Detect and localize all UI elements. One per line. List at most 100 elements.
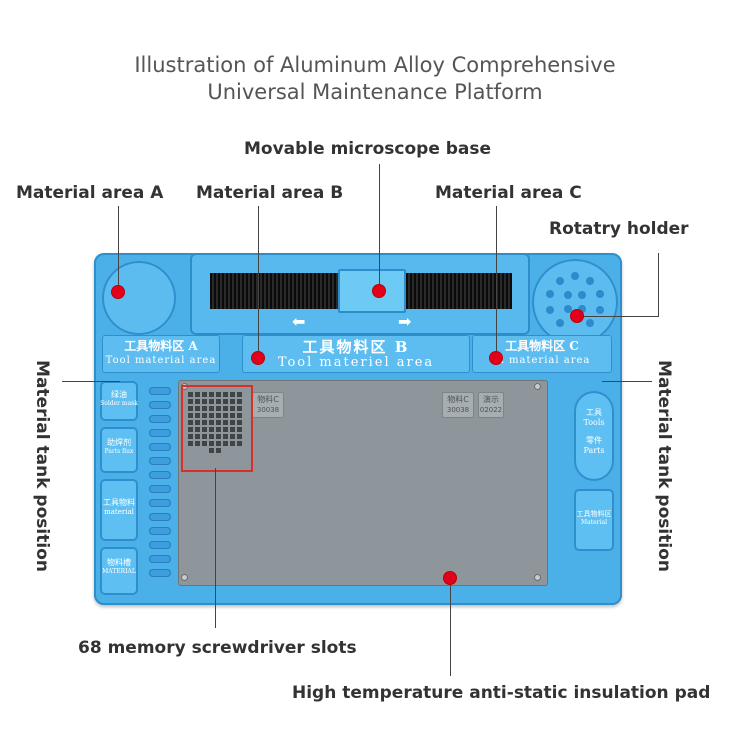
screwdriver-slot[interactable] [149, 569, 171, 577]
screwdriver-slot-hole [230, 406, 235, 411]
screwdriver-slot-hole [237, 406, 242, 411]
screwdriver-slot[interactable] [149, 513, 171, 521]
callout-tank-right: Material tank position [654, 360, 674, 572]
rotatry-holder[interactable] [532, 259, 618, 345]
screwdriver-slot-hole [188, 434, 193, 439]
leader-area-c [496, 206, 497, 358]
area-a-label-box: 工具物料区 A Tool material area [102, 335, 220, 373]
screwdriver-slot-hole [209, 427, 214, 432]
screw-icon [534, 383, 541, 390]
leader-area-b [258, 206, 259, 358]
screwdriver-slot-hole [230, 434, 235, 439]
callout-tank-left: Material tank position [32, 360, 52, 572]
screwdriver-slot[interactable] [149, 415, 171, 423]
screwdriver-slot-hole [216, 399, 221, 404]
left-tank-3: 工具物料 material [100, 479, 138, 541]
marker-area-a [112, 286, 124, 298]
screwdriver-slot[interactable] [149, 387, 171, 395]
screwdriver-slot-hole [188, 392, 193, 397]
screwdriver-slot-hole [195, 392, 200, 397]
area-c-cn: 工具物料区 C [505, 339, 579, 353]
screwdriver-slot[interactable] [149, 541, 171, 549]
pad-tag-3-cn: 演示 [483, 395, 499, 404]
left-tank-1: 绿油 Solder mask [100, 381, 138, 421]
screwdriver-slot-hole [209, 434, 214, 439]
screwdriver-slot-hole [188, 441, 193, 446]
callout-material-area-b: Material area B [196, 183, 344, 203]
right-tank-1-en: Tools [583, 418, 605, 427]
left-tank-2: 助焊剂 Parts flux [100, 427, 138, 473]
heatsink-right [406, 273, 512, 309]
screwdriver-slot[interactable] [149, 443, 171, 451]
pad-tag-2-cn: 物料C [447, 395, 469, 404]
screwdriver-slot-hole [195, 434, 200, 439]
marker-rotatry [571, 310, 583, 322]
screwdriver-slot-hole [202, 434, 207, 439]
screwdriver-slot-hole [237, 392, 242, 397]
leader-rotatry-h [578, 316, 659, 317]
screwdriver-slot-hole [209, 399, 214, 404]
callout-rotatry-holder: Rotatry holder [549, 219, 689, 239]
leader-rotatry [658, 253, 659, 317]
screwdriver-slot-hole [216, 448, 221, 453]
microscope-base-slider[interactable] [338, 269, 406, 313]
area-a-en: Tool material area [105, 355, 217, 366]
screwdriver-slot[interactable] [149, 471, 171, 479]
screwdriver-slot-matrix [188, 392, 248, 466]
screwdriver-slot[interactable] [149, 485, 171, 493]
pad-tag-1-code: 30038 [256, 406, 280, 414]
screwdriver-slot-hole [209, 441, 214, 446]
screwdriver-slot-hole [216, 413, 221, 418]
screw-icon [534, 574, 541, 581]
right-tank-1-cn: 工具 [586, 408, 602, 417]
pad-tag-2: 物料C 30038 [442, 392, 474, 418]
screwdriver-slot-hole [237, 399, 242, 404]
screwdriver-slot-hole [223, 406, 228, 411]
right-tank-2-en: Parts [583, 446, 605, 455]
screwdriver-slot-hole [230, 420, 235, 425]
screwdriver-slot-hole [216, 406, 221, 411]
screwdriver-slot-hole [188, 413, 193, 418]
screwdriver-slot-hole [230, 427, 235, 432]
pad-tag-1: 物料C 30038 [252, 392, 284, 418]
screwdriver-slot-hole [195, 399, 200, 404]
screwdriver-slot-hole [209, 420, 214, 425]
screwdriver-slot-hole [209, 406, 214, 411]
screwdriver-slots-highlight [181, 385, 253, 472]
leader-microscope [379, 164, 380, 291]
screwdriver-slot-hole [216, 392, 221, 397]
title-line-2: Universal Maintenance Platform [207, 80, 543, 104]
pad-tag-2-code: 30038 [446, 406, 470, 414]
screwdriver-slot[interactable] [149, 555, 171, 563]
screwdriver-slot-hole [202, 441, 207, 446]
screwdriver-slot[interactable] [149, 457, 171, 465]
screwdriver-slot-hole [202, 420, 207, 425]
screwdriver-slot[interactable] [149, 499, 171, 507]
area-a-cn: 工具物料区 A [124, 339, 198, 353]
leader-tank-right [602, 381, 652, 382]
screwdriver-slot[interactable] [149, 401, 171, 409]
area-b-en: Tool materiel area [277, 355, 435, 370]
screwdriver-slot-hole [195, 441, 200, 446]
marker-area-c [490, 352, 502, 364]
heatsink-left [210, 273, 338, 309]
screwdriver-slot[interactable] [149, 429, 171, 437]
screwdriver-slot-hole [237, 434, 242, 439]
screwdriver-slot-hole [202, 413, 207, 418]
left-tank-1-cn: 绿油 [111, 390, 127, 399]
screwdriver-slot-hole [202, 399, 207, 404]
callout-microscope-base: Movable microscope base [244, 139, 492, 159]
pad-tag-1-cn: 物料C [257, 395, 279, 404]
maintenance-platform: ⬅ ➡ 工具物料区 A Tool material area 工具物料区 B T… [94, 253, 622, 605]
left-tank-4-en: MATERIAL [102, 568, 136, 575]
screwdriver-slot-hole [209, 392, 214, 397]
right-tank-2: 工具物料区 Material [574, 489, 614, 551]
area-b-cn: 工具物料区 B [302, 338, 410, 356]
screwdriver-slot-hole [188, 399, 193, 404]
pad-tag-3: 演示 02022 [478, 392, 504, 418]
screwdriver-slot-hole [202, 392, 207, 397]
screwdriver-slot-hole [223, 427, 228, 432]
screwdriver-slot[interactable] [149, 527, 171, 535]
callout-material-area-a: Material area A [16, 183, 164, 203]
area-c-en: ol material area [493, 355, 591, 366]
